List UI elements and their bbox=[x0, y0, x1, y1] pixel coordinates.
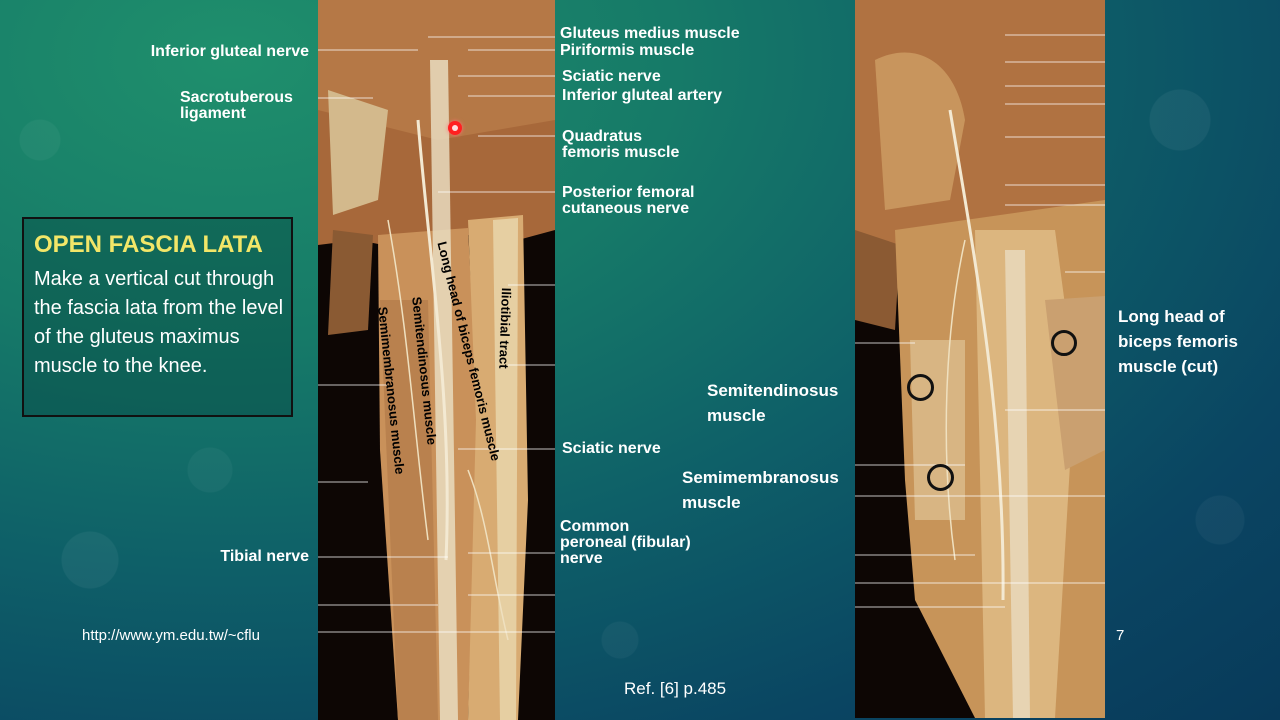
dissection-photo-left bbox=[318, 0, 555, 720]
label-semitendinosus-right: Semitendinosus muscle bbox=[707, 381, 839, 425]
label-tibial-nerve: Tibial nerve bbox=[220, 548, 309, 565]
label-inferior-gluteal-artery: Inferior gluteal artery bbox=[562, 87, 723, 104]
label-iliotibial-tract: Iliotibial tract bbox=[496, 287, 514, 369]
label-sacrotuberous-ligament: Sacrotuberous ligament bbox=[180, 89, 293, 122]
label-piriformis: Piriformis muscle bbox=[560, 42, 695, 59]
label-long-head-biceps-cut: Long head of biceps femoris muscle (cut) bbox=[1118, 307, 1238, 376]
label-quadratus-femoris: Quadratus femoris muscle bbox=[562, 128, 680, 161]
biceps-femoris-circle-marker bbox=[1051, 330, 1077, 356]
dissection-photo-right bbox=[855, 0, 1105, 718]
label-semimembranosus-right: Semimembranosus muscle bbox=[682, 468, 839, 512]
label-inferior-gluteal-nerve: Inferior gluteal nerve bbox=[150, 43, 309, 60]
label-posterior-femoral-cutaneous-nerve: Posterior femoral cutaneous nerve bbox=[562, 184, 695, 217]
location-marker-icon bbox=[448, 121, 462, 135]
reference-text: Ref. [6] p.485 bbox=[624, 679, 727, 698]
callout-title: OPEN FASCIA LATA bbox=[34, 231, 263, 258]
source-url: http://www.ym.edu.tw/~cflu bbox=[82, 627, 260, 644]
instruction-callout: OPEN FASCIA LATA Make a vertical cut thr… bbox=[22, 217, 293, 417]
slide-number: 7 bbox=[1116, 627, 1125, 644]
label-common-peroneal-nerve: Common peroneal (fibular) nerve bbox=[560, 518, 691, 567]
semimembranosus-circle-marker bbox=[927, 464, 954, 491]
label-sciatic-nerve-top: Sciatic nerve bbox=[562, 68, 661, 85]
label-gluteus-medius: Gluteus medius muscle bbox=[560, 25, 740, 42]
semitendinosus-circle-marker bbox=[907, 374, 934, 401]
callout-body: Make a vertical cut through the fascia l… bbox=[34, 268, 284, 377]
label-sciatic-nerve-mid: Sciatic nerve bbox=[562, 440, 661, 457]
